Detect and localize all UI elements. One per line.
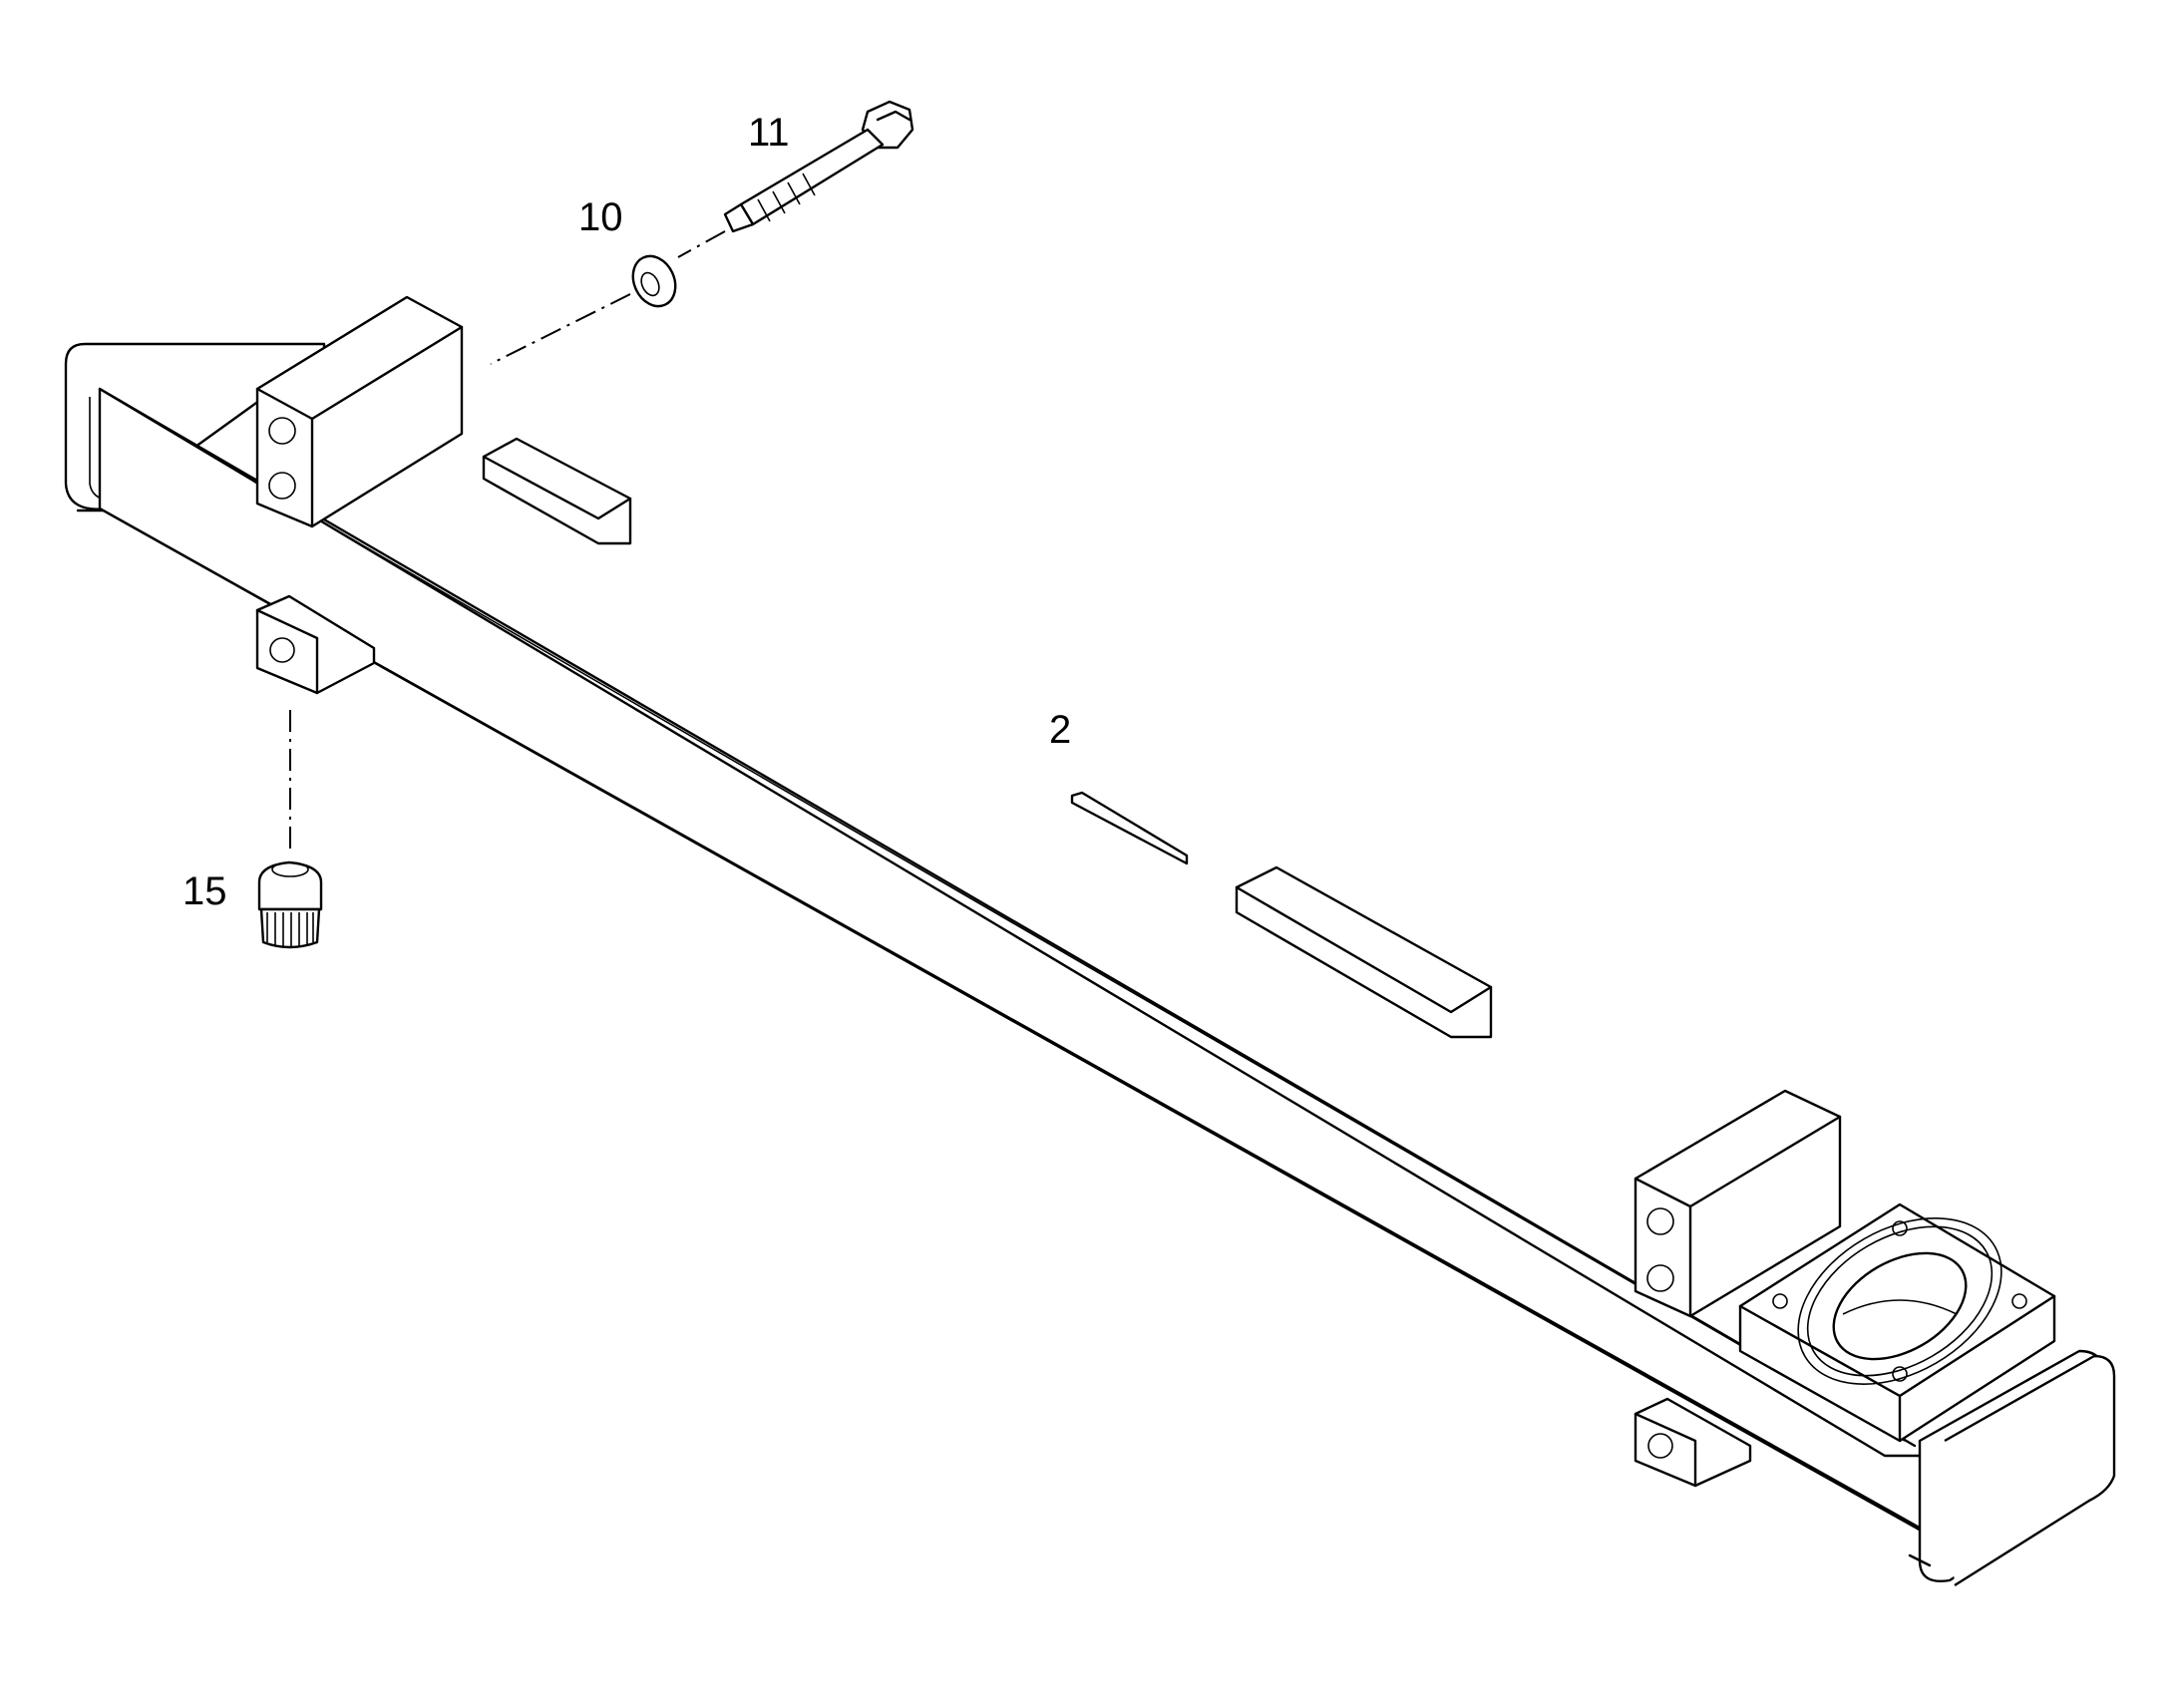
bolt-alignment-line	[677, 230, 726, 258]
washer-alignment-line	[490, 293, 631, 365]
part-label-15: 15	[182, 869, 227, 913]
beam-body	[98, 387, 1937, 1533]
plug	[257, 860, 323, 949]
mount-block-bottom-right	[1634, 1397, 1752, 1488]
mount-pad-middle	[1235, 865, 1493, 1039]
right-end-cap	[1908, 1349, 2116, 1587]
mount-pad-top-1	[482, 437, 632, 545]
beam-top-edge	[98, 387, 1917, 1448]
part-label-10: 10	[578, 195, 623, 239]
mount-block-bottom-left	[255, 594, 376, 695]
washer	[631, 254, 677, 308]
part-label-2: 2	[1049, 708, 1071, 752]
mount-block-top-left	[255, 295, 464, 528]
beam-bottom-edge	[98, 507, 1932, 1537]
mount-block-top-right	[1634, 1089, 1842, 1318]
alignment-lines	[289, 230, 726, 850]
flange-block	[1738, 1202, 2056, 1443]
part-label-11: 11	[748, 111, 790, 155]
beam-assembly	[64, 295, 2116, 1587]
center-strip	[1070, 791, 1189, 865]
bolt	[723, 100, 914, 233]
